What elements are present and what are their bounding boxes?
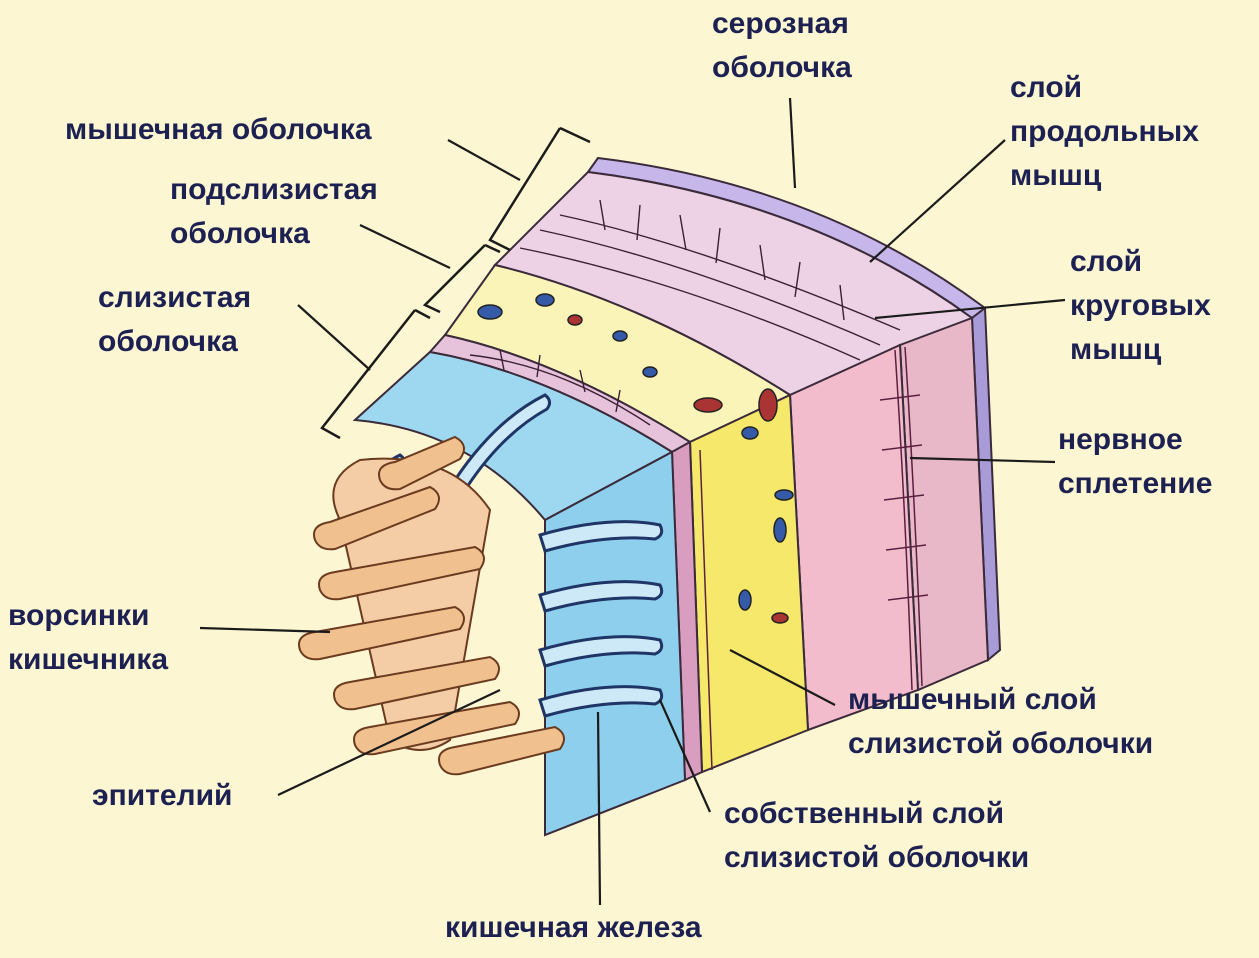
label-circular-line-1: слой <box>1070 240 1211 284</box>
label-muscular-coat: мышечная оболочка <box>65 108 372 152</box>
label-plexus-line-1: нервное <box>1058 418 1212 462</box>
label-circular-muscle: слой круговых мышц <box>1070 240 1211 372</box>
label-mucosa-line-2: оболочка <box>98 320 251 364</box>
label-villi-line-2: кишечника <box>8 638 168 682</box>
label-circular-line-3: мышц <box>1070 328 1211 372</box>
label-submucosa-line-1: подслизистая <box>170 168 378 212</box>
label-longitudinal-muscle: слой продольных мышц <box>1010 66 1199 198</box>
label-submucosa: подслизистая оболочка <box>170 168 378 256</box>
label-longitudinal-line-3: мышц <box>1010 154 1199 198</box>
label-villi-line-1: ворсинки <box>8 594 168 638</box>
submucosa-face <box>690 395 808 772</box>
label-circular-line-2: круговых <box>1070 284 1211 328</box>
label-mucosa-line-1: слизистая <box>98 276 251 320</box>
label-lamina-line-2: слизистой оболочки <box>724 836 1029 880</box>
label-serous-coat: серозная оболочка <box>712 2 852 90</box>
label-muscular-coat-text: мышечная оболочка <box>65 108 372 152</box>
label-mucosa: слизистая оболочка <box>98 276 251 364</box>
label-longitudinal-line-1: слой <box>1010 66 1199 110</box>
label-plexus-line-2: сплетение <box>1058 462 1212 506</box>
label-serous-line-1: серозная <box>712 2 852 46</box>
label-submucosa-line-2: оболочка <box>170 212 378 256</box>
label-epithelium-text: эпителий <box>92 774 232 818</box>
label-serous-line-2: оболочка <box>712 46 852 90</box>
label-lamina-line-1: собственный слой <box>724 792 1029 836</box>
label-muscularis-line-2: слизистой оболочки <box>848 722 1153 766</box>
label-epithelium: эпителий <box>92 774 232 818</box>
label-lamina-propria: собственный слой слизистой оболочки <box>724 792 1029 880</box>
label-intestinal-gland: кишечная железа <box>445 906 702 950</box>
label-nerve-plexus: нервное сплетение <box>1058 418 1212 506</box>
label-gland-text: кишечная железа <box>445 906 702 950</box>
label-longitudinal-line-2: продольных <box>1010 110 1199 154</box>
label-muscularis-line-1: мышечный слой <box>848 678 1153 722</box>
label-muscularis-mucosae: мышечный слой слизистой оболочки <box>848 678 1153 766</box>
label-villi: ворсинки кишечника <box>8 594 168 682</box>
